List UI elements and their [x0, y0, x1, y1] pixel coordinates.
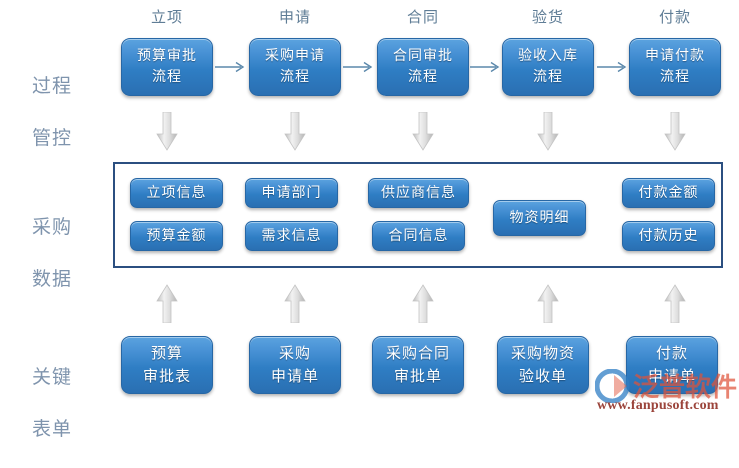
diagram-canvas: 过程 管控 采购 数据 关键 表单 立项 申请 合同 验货 付款 预算审批 流程…	[4, 8, 737, 440]
form-box-purchase-contract-approval-sheet-line2: 审批单	[393, 367, 442, 385]
data-box-project-info[interactable]: 立项信息	[130, 178, 223, 208]
down-arrow-icon-2	[284, 112, 306, 151]
up-arrow-icon-3	[412, 284, 434, 323]
row-label-forms-line2: 表单	[31, 418, 72, 440]
row-label-data: 采购 数据	[4, 188, 100, 318]
data-box-budget-amount-label: 预算金额	[146, 228, 207, 244]
data-box-project-info-label: 立项信息	[146, 185, 207, 201]
form-box-purchase-contract-approval-sheet-line1: 采购合同	[385, 344, 450, 362]
form-box-material-acceptance-sheet-line1: 采购物资	[510, 344, 575, 362]
form-box-purchase-request-sheet[interactable]: 采购 申请单	[249, 336, 341, 394]
row-label-process-line2: 管控	[31, 127, 72, 149]
process-box-acceptance-storage-line1: 验收入库	[518, 48, 578, 64]
data-box-request-department-label: 申请部门	[261, 185, 322, 201]
row-label-process-line1: 过程	[31, 75, 72, 97]
data-box-supplier-info[interactable]: 供应商信息	[368, 178, 469, 208]
form-box-budget-approval-sheet-line1: 预算	[150, 344, 183, 362]
data-box-demand-info-label: 需求信息	[261, 228, 322, 244]
form-box-material-acceptance-sheet-line2: 验收单	[518, 367, 567, 385]
column-header-fuKuan: 付款	[658, 8, 691, 26]
form-box-purchase-request-sheet-line2: 申请单	[270, 367, 319, 385]
process-box-purchase-request-line2: 流程	[280, 69, 310, 85]
data-box-payment-amount-label: 付款金额	[638, 185, 699, 201]
column-header-shenQing: 申请	[278, 8, 311, 26]
data-box-demand-info[interactable]: 需求信息	[245, 221, 338, 251]
form-box-purchase-request-sheet-line1: 采购	[278, 344, 311, 362]
form-box-budget-approval-sheet[interactable]: 预算 审批表	[121, 336, 213, 394]
right-arrow-icon-1	[215, 61, 245, 73]
up-arrow-icon-2	[284, 284, 306, 323]
row-label-forms-line1: 关键	[31, 366, 72, 388]
row-label-data-line2: 数据	[31, 268, 72, 290]
down-arrow-icon-5	[664, 112, 686, 151]
process-box-acceptance-storage-line2: 流程	[533, 69, 563, 85]
process-box-payment-request-line2: 流程	[660, 69, 690, 85]
process-box-budget-approval[interactable]: 预算审批 流程	[121, 38, 213, 96]
process-box-payment-request[interactable]: 申请付款 流程	[629, 38, 721, 96]
process-box-contract-approval-line2: 流程	[408, 69, 438, 85]
form-box-payment-request-sheet[interactable]: 付款 申请单	[626, 336, 718, 394]
right-arrow-icon-3	[470, 61, 500, 73]
right-arrow-icon-4	[597, 61, 627, 73]
process-box-purchase-request-line1: 采购申请	[265, 48, 325, 64]
up-arrow-icon-4	[537, 284, 559, 323]
down-arrow-icon-4	[537, 112, 559, 151]
data-box-budget-amount[interactable]: 预算金额	[130, 221, 223, 251]
column-header-heTong: 合同	[406, 8, 439, 26]
data-box-payment-history-label: 付款历史	[638, 228, 699, 244]
data-box-material-details-label: 物资明细	[509, 210, 570, 226]
data-box-material-details[interactable]: 物资明细	[493, 200, 586, 236]
form-box-budget-approval-sheet-line2: 审批表	[142, 367, 191, 385]
column-header-yanHuo: 验货	[531, 8, 564, 26]
data-box-payment-history[interactable]: 付款历史	[622, 221, 715, 251]
data-box-payment-amount[interactable]: 付款金额	[622, 178, 715, 208]
form-box-payment-request-sheet-line2: 申请单	[647, 367, 696, 385]
right-arrow-icon-2	[343, 61, 373, 73]
data-box-contract-info-label: 合同信息	[388, 228, 449, 244]
process-box-contract-approval[interactable]: 合同审批 流程	[377, 38, 469, 96]
form-box-material-acceptance-sheet[interactable]: 采购物资 验收单	[497, 336, 589, 394]
row-label-forms: 关键 表单	[4, 338, 100, 468]
process-box-budget-approval-line2: 流程	[152, 69, 182, 85]
watermark-url: www.fanpusoft.com	[597, 398, 719, 413]
down-arrow-icon-1	[156, 112, 178, 151]
data-box-contract-info[interactable]: 合同信息	[372, 221, 465, 251]
process-box-payment-request-line1: 申请付款	[645, 48, 705, 64]
form-box-purchase-contract-approval-sheet[interactable]: 采购合同 审批单	[372, 336, 464, 394]
process-box-acceptance-storage[interactable]: 验收入库 流程	[502, 38, 594, 96]
row-label-data-line1: 采购	[31, 216, 72, 238]
row-label-process: 过程 管控	[4, 47, 100, 177]
column-header-liXiang: 立项	[150, 8, 183, 26]
up-arrow-icon-1	[156, 284, 178, 323]
data-box-supplier-info-label: 供应商信息	[381, 185, 456, 201]
process-box-budget-approval-line1: 预算审批	[137, 48, 197, 64]
data-box-request-department[interactable]: 申请部门	[245, 178, 338, 208]
process-box-contract-approval-line1: 合同审批	[393, 48, 453, 64]
form-box-payment-request-sheet-line1: 付款	[655, 344, 688, 362]
down-arrow-icon-3	[412, 112, 434, 151]
process-box-purchase-request[interactable]: 采购申请 流程	[249, 38, 341, 96]
up-arrow-icon-5	[664, 284, 686, 323]
